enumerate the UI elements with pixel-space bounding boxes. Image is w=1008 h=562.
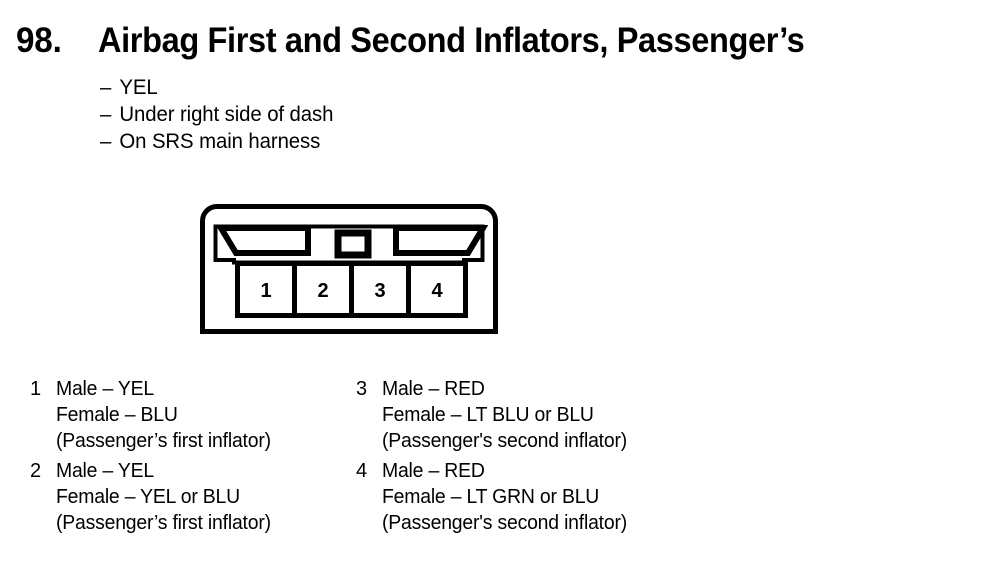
description-item-location: –Under right side of dash [100, 101, 643, 128]
pin-legend-female-1: Female – BLU [56, 404, 178, 426]
connector-description-list: –YEL –Under right side of dash –On SRS m… [100, 74, 660, 155]
page-title: 98. Airbag First and Second Inflators, Pa… [16, 20, 996, 64]
pin-label-1: 1 [260, 280, 271, 302]
pin-legend-note-4: (Passenger's second inflator) [382, 512, 628, 534]
pin-legend-note-1: (Passenger’s first inflator) [56, 430, 271, 452]
pin-legend-index-1: 1 [30, 378, 42, 400]
pin-legend-index-2: 2 [30, 460, 42, 482]
pin-legend-male-4: Male – RED [382, 460, 485, 482]
page-title-text: Airbag First and Second Inflators, Passe… [98, 21, 805, 60]
description-item-color: –YEL [100, 74, 643, 101]
description-item-harness: –On SRS main harness [100, 128, 643, 155]
connector-pin-row [235, 261, 468, 318]
connector-left-slot [215, 225, 311, 256]
pin-legend-index-3: 3 [356, 378, 368, 400]
pin-legend-note-3: (Passenger's second inflator) [382, 430, 628, 452]
description-item-color-label: YEL [119, 76, 158, 99]
pin-legend-male-3: Male – RED [382, 378, 485, 400]
page-title-number: 98. [16, 21, 62, 60]
pin-legend-entry-1: 1 Male – YEL Female – BLU (Passenger’s f… [30, 376, 278, 454]
connector-right-slot [393, 225, 489, 256]
pin-legend-entry-3: 3 Male – RED Female – LT BLU or BLU (Pas… [356, 376, 635, 454]
description-item-location-label: Under right side of dash [119, 103, 334, 126]
connector-center-slot [334, 229, 372, 259]
bullet-dash-icon: – [100, 76, 112, 99]
pin-label-4: 4 [431, 280, 443, 302]
pin-legend-right-column: 3 Male – RED Female – LT BLU or BLU (Pas… [356, 376, 635, 540]
pin-label-3: 3 [374, 280, 385, 302]
description-item-harness-label: On SRS main harness [119, 130, 321, 153]
pin-legend-entry-2: 2 Male – YEL Female – YEL or BLU (Passen… [30, 458, 278, 536]
pin-legend-male-2: Male – YEL [56, 460, 155, 482]
pin-legend-male-1: Male – YEL [56, 378, 155, 400]
bullet-dash-icon: – [100, 103, 112, 126]
pin-legend-female-2: Female – YEL or BLU [56, 486, 240, 508]
pin-legend-female-3: Female – LT BLU or BLU [382, 404, 594, 426]
bullet-dash-icon: – [100, 130, 112, 153]
pin-cavity-4 [406, 261, 468, 318]
pin-legend-index-4: 4 [356, 460, 368, 482]
pin-label-2: 2 [317, 280, 328, 302]
pin-legend-entry-4: 4 Male – RED Female – LT GRN or BLU (Pas… [356, 458, 635, 536]
connector-diagram: 1 2 3 4 [196, 200, 508, 340]
pin-legend-note-2: (Passenger’s first inflator) [56, 512, 271, 534]
pin-legend: 1 Male – YEL Female – BLU (Passenger’s f… [0, 376, 1008, 546]
pin-legend-left-column: 1 Male – YEL Female – BLU (Passenger’s f… [30, 376, 278, 540]
pin-legend-female-4: Female – LT GRN or BLU [382, 486, 600, 508]
